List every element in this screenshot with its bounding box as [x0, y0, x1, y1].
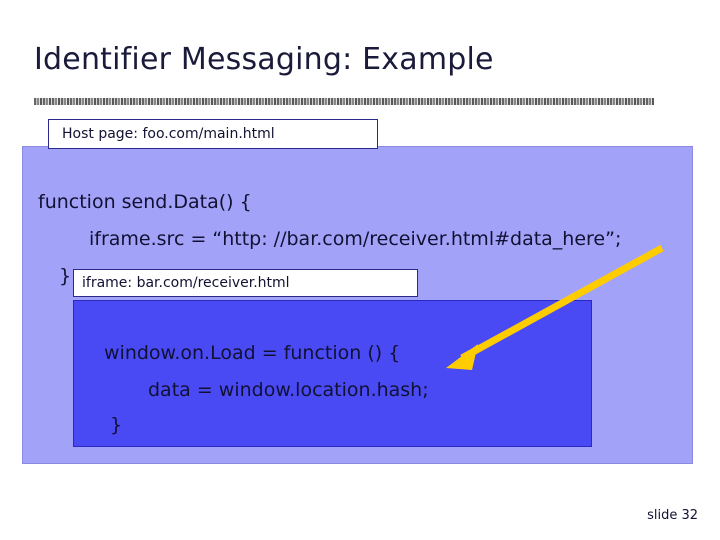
host-code-line-2: iframe.src = “http: //bar.com/receiver.h… [89, 228, 622, 250]
iframe-label: iframe: bar.com/receiver.html [82, 275, 290, 291]
iframe-panel [73, 300, 592, 447]
host-page-label-box [48, 119, 378, 149]
iframe-label-box [73, 269, 418, 297]
iframe-code-line-1: window.on.Load = function () { [104, 342, 401, 364]
iframe-code-line-3: } [110, 414, 123, 436]
host-code-line-3: } [59, 265, 72, 287]
page-title: Identifier Messaging: Example [34, 42, 494, 77]
host-page-label: Host page: foo.com/main.html [62, 126, 275, 142]
host-code-line-1: function send.Data() { [38, 191, 252, 213]
title-divider [34, 98, 654, 105]
slide-number: slide 32 [647, 508, 698, 523]
iframe-code-line-2: data = window.location.hash; [148, 379, 429, 401]
